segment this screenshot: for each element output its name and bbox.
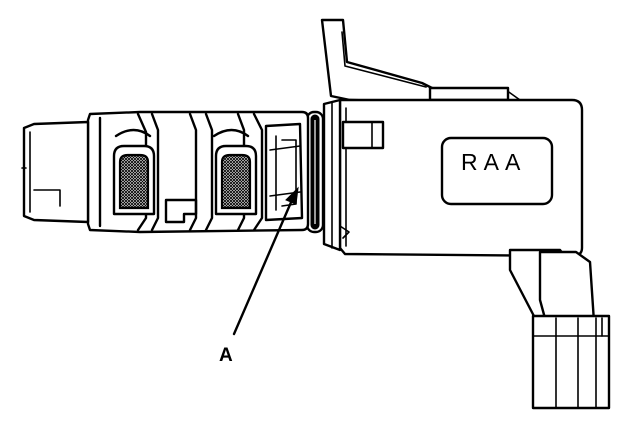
valve-spool — [86, 110, 310, 234]
part-marking-text: RAA — [461, 149, 526, 175]
housing-tab — [341, 120, 385, 150]
spool-tip — [21, 120, 90, 224]
callout-a-leader — [232, 186, 299, 336]
o-ring — [305, 110, 325, 234]
housing-body — [338, 98, 584, 258]
electrical-connector — [508, 248, 611, 410]
callout-a-label: A — [219, 345, 233, 366]
mounting-bracket — [320, 18, 521, 104]
mounting-flange — [322, 98, 350, 252]
